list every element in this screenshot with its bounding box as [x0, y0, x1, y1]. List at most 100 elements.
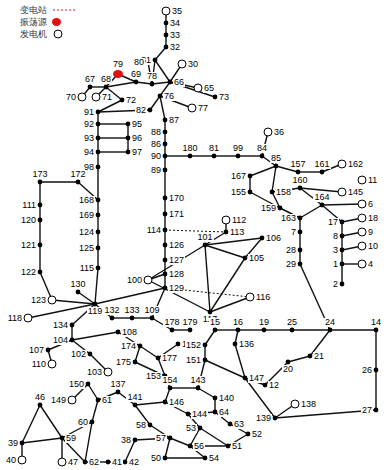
bus-number: 138: [300, 400, 317, 409]
bus-number: 3: [332, 246, 339, 255]
wire-group: [22, 11, 376, 462]
bus-dot: [163, 142, 168, 147]
bus-number: 71: [101, 93, 113, 102]
bus-number: 99: [232, 144, 244, 153]
bus-dot: [163, 400, 168, 405]
transmission-line: [375, 330, 376, 370]
bus-dot: [163, 212, 168, 217]
bus-number: 17: [327, 218, 339, 227]
bus-number: 29: [285, 260, 297, 269]
bus-number: 96: [131, 134, 143, 143]
bus-number: 8: [332, 232, 339, 241]
bus-dot: [243, 256, 248, 261]
bus-number: 101: [196, 233, 213, 242]
bus-number: 103: [86, 368, 103, 377]
transmission-line: [210, 258, 245, 312]
bus-number: 140: [218, 394, 235, 403]
transmission-line: [264, 329, 292, 330]
bus-dot: [203, 456, 208, 461]
bus-dot: [298, 262, 303, 267]
bus-number: 164: [313, 193, 330, 202]
bus-dot: [138, 344, 143, 349]
bus-dot: [70, 338, 75, 343]
bus-number: 62: [88, 458, 100, 467]
bus-number: 139: [255, 414, 272, 423]
bus-dot: [90, 420, 95, 425]
bus-dot: [168, 80, 173, 85]
bus-number: 36: [273, 128, 285, 137]
bus-number: 51: [231, 442, 243, 451]
transmission-line: [40, 405, 62, 438]
bus-number: 111: [21, 201, 37, 210]
bus-number: 161: [313, 160, 330, 169]
bus-number: 9: [367, 228, 374, 237]
bus-number: 178: [163, 318, 180, 327]
bus-dot: [308, 354, 313, 359]
bus-number: 88: [150, 128, 162, 137]
transmission-line: [214, 155, 238, 156]
bus-number: 54: [208, 454, 220, 463]
transmission-line: [215, 329, 238, 330]
bus-number: 163: [280, 214, 297, 223]
bus-dot: [126, 122, 131, 127]
bus-dot: [163, 196, 168, 201]
bus-number: 67: [84, 75, 96, 84]
bus-dot: [164, 33, 169, 38]
transmission-line: [205, 330, 215, 345]
bus-number: 15: [209, 318, 221, 327]
bus-number: 174: [120, 342, 137, 351]
bus-dot: [148, 423, 153, 428]
bus-number: 108: [121, 328, 138, 337]
bus-number: 126: [168, 241, 185, 250]
bus-number: 118: [7, 314, 23, 323]
bus-number: 76: [163, 92, 175, 101]
bus-dot: [340, 282, 345, 287]
bus-number: 63: [233, 420, 245, 429]
transmission-line: [140, 346, 158, 358]
bus-dot: [96, 230, 101, 235]
bus-dot: [46, 348, 51, 353]
bus-dot: [163, 456, 168, 461]
bus-dot: [76, 290, 81, 295]
bus-dot: [38, 180, 43, 185]
legend: 变电站振荡源发电机: [20, 4, 78, 40]
bus-number: 155: [230, 188, 247, 197]
bus-dot: [88, 85, 93, 90]
transmission-line: [164, 170, 165, 198]
bus-number: 119: [87, 307, 103, 316]
bus-number: 153: [145, 372, 162, 381]
bus-number: 81: [208, 144, 220, 153]
bus-number: 149: [50, 396, 67, 405]
bus-dot: [163, 272, 168, 277]
generator-symbol: [18, 456, 26, 464]
bus-dot: [116, 390, 121, 395]
bus-dot: [38, 270, 43, 275]
bus-dot: [116, 330, 121, 335]
bus-number: 78: [146, 72, 158, 81]
bus-dot: [60, 436, 65, 441]
bus-number: 120: [20, 216, 37, 225]
transmission-line: [97, 248, 98, 268]
bus-number: 170: [168, 194, 185, 203]
bus-number: 86: [150, 140, 162, 149]
generator-symbol: [194, 84, 202, 92]
bus-number: 157: [289, 160, 306, 169]
bus-dot: [286, 360, 291, 365]
generator-symbol: [246, 293, 254, 301]
bus-dot: [96, 122, 101, 127]
bus-dot: [188, 328, 193, 333]
bus-number: 72: [125, 96, 137, 105]
bus-dot: [168, 386, 173, 391]
generator-symbol: [188, 104, 196, 112]
generator-symbol: [264, 128, 272, 136]
generator-symbol: [92, 93, 100, 101]
generator-symbol: [78, 93, 86, 101]
bus-number: 10: [367, 242, 379, 251]
bus-number: 24: [324, 318, 336, 327]
bus-number: 179: [181, 318, 198, 327]
bus-number: 42: [128, 458, 140, 467]
bus-dot: [96, 266, 101, 271]
bus-number: 143: [189, 376, 206, 385]
bus-dot: [163, 228, 168, 233]
bus-number: 27: [361, 406, 373, 415]
